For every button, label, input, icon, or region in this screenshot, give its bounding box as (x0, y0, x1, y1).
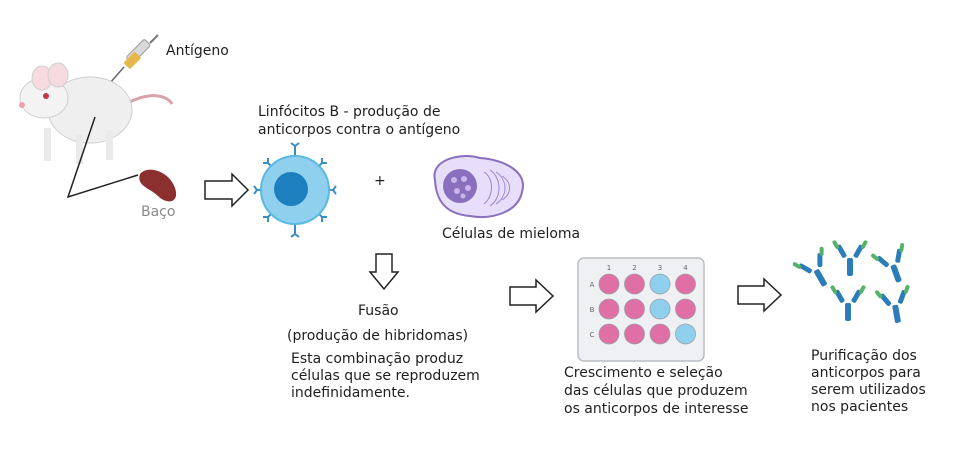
plate-well (675, 323, 696, 345)
spleen-pointer-line (66, 116, 139, 199)
hybridoma-label: (produção de hibridomas) (287, 328, 469, 344)
plus-sign: + (374, 173, 386, 189)
plate-well (624, 323, 645, 345)
purification-line2: anticorpos para (811, 365, 921, 381)
growth-line3: os anticorpos de interesse (564, 401, 749, 417)
lymphocytes-label-line1: Linfócitos B - produção de (258, 104, 441, 120)
lymphocyte-cell-icon (253, 142, 337, 238)
mouse-icon (19, 62, 174, 164)
plate-row-label: A (590, 281, 595, 289)
plate-well (624, 273, 645, 295)
lymphocytes-label-line2: anticorpos contra o antígeno (258, 122, 461, 138)
antibody-icon (875, 284, 910, 323)
purification-line3: serem utilizados (811, 382, 926, 398)
plate-well (649, 298, 671, 320)
plate-well (598, 298, 620, 320)
arrow-right-icon (737, 277, 783, 313)
plate-column-label: 4 (683, 264, 688, 272)
combination-line1: Esta combinação produz (291, 351, 464, 367)
spleen-icon (139, 169, 177, 202)
spleen-label: Baço (141, 204, 176, 220)
myeloma-label: Células de mieloma (442, 226, 581, 242)
antibody-icon (830, 285, 866, 321)
purification-line1: Purificação dos (811, 348, 917, 364)
plate-column-label: 3 (658, 264, 662, 272)
plate-well (649, 273, 671, 295)
combination-line3: indefinidamente. (291, 385, 410, 401)
antibody-icon (792, 246, 827, 287)
combination-line2: células que se reproduzem (291, 368, 480, 384)
plate-well (675, 273, 696, 295)
plate-well (598, 273, 620, 295)
growth-line1: Crescimento e seleção (564, 365, 723, 381)
syringe-icon (109, 34, 159, 84)
plate-row-label: B (590, 306, 595, 314)
purification-line4: nos pacientes (811, 399, 909, 415)
fusion-label: Fusão (358, 303, 399, 319)
arrow-right-icon (204, 172, 250, 208)
arrow-down-icon (368, 253, 400, 291)
plate-well (598, 323, 620, 345)
antibody-icon (871, 243, 905, 283)
plate-well (624, 298, 645, 320)
plate-row-label: C (590, 331, 595, 339)
growth-line2: das células que produzem (564, 383, 748, 399)
antibody-icon (832, 240, 868, 276)
plate-column-label: 1 (607, 264, 611, 272)
myeloma-cell-icon (433, 155, 524, 218)
arrow-right-icon (509, 278, 555, 314)
plate-column-label: 2 (632, 264, 636, 272)
plate-well (675, 298, 696, 320)
plate-well (649, 323, 671, 345)
antigen-label: Antígeno (166, 43, 229, 59)
